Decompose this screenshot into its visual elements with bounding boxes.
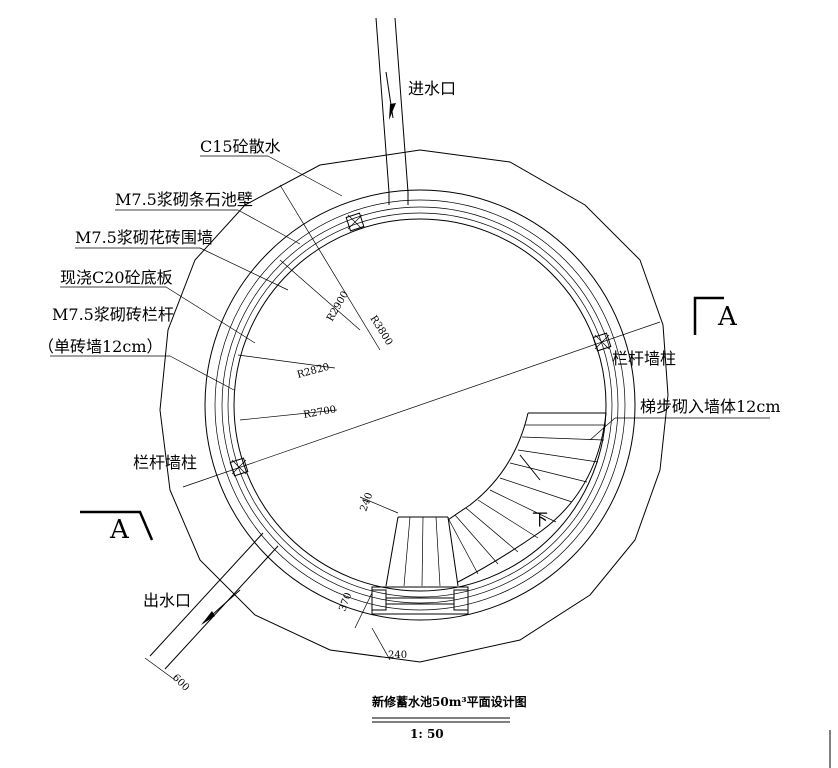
dim-r3800: R3800	[367, 314, 394, 348]
post-label-right: 栏杆墙柱	[612, 349, 676, 368]
post-label-left: 栏杆墙柱	[133, 453, 197, 472]
stairs-note-label: 梯步砌入墙体12cm	[640, 397, 781, 416]
stone-wall-label: M7.5浆砌条石池壁	[115, 190, 253, 209]
dim-r2700: R2700	[303, 404, 337, 421]
section-mark-left-letter: A	[109, 515, 130, 545]
lattice-wall-label: M7.5浆砌花砖围墙	[75, 228, 213, 247]
section-line	[80, 296, 724, 541]
drawing-scale: 1: 50	[410, 727, 444, 741]
drawing-title: 新修蓄水池50m³平面设计图	[372, 694, 527, 709]
dim-370: 370	[337, 591, 354, 613]
down-mark-label: 下	[532, 510, 548, 529]
pool-walls	[204, 189, 636, 621]
dim-r2820: R2820	[296, 362, 331, 381]
stairs	[385, 412, 607, 587]
section-mark-right	[693, 296, 724, 335]
leader-lines	[50, 155, 770, 441]
dim-240-bottom: 240	[388, 650, 407, 661]
outlet-label: 出水口	[143, 591, 191, 610]
apron-label: C15砼散水	[200, 137, 281, 156]
inlet-label: 进水口	[408, 79, 456, 98]
dimension-ticks	[144, 496, 399, 681]
floor-slab-label: 现浇C20砼底板	[60, 268, 173, 287]
entry-block	[371, 586, 469, 615]
outlet-pipe	[149, 532, 279, 670]
railing-label-1: M7.5浆砌砖栏杆	[52, 305, 174, 324]
railing-posts	[229, 212, 612, 477]
dim-600: 600	[170, 672, 191, 693]
apron-outline	[159, 149, 669, 663]
section-mark-right-letter: A	[717, 302, 738, 332]
railing-label-2: （单砖墙12cm）	[38, 337, 163, 356]
inlet-pipe	[375, 17, 409, 205]
section-mark-left	[80, 510, 154, 541]
